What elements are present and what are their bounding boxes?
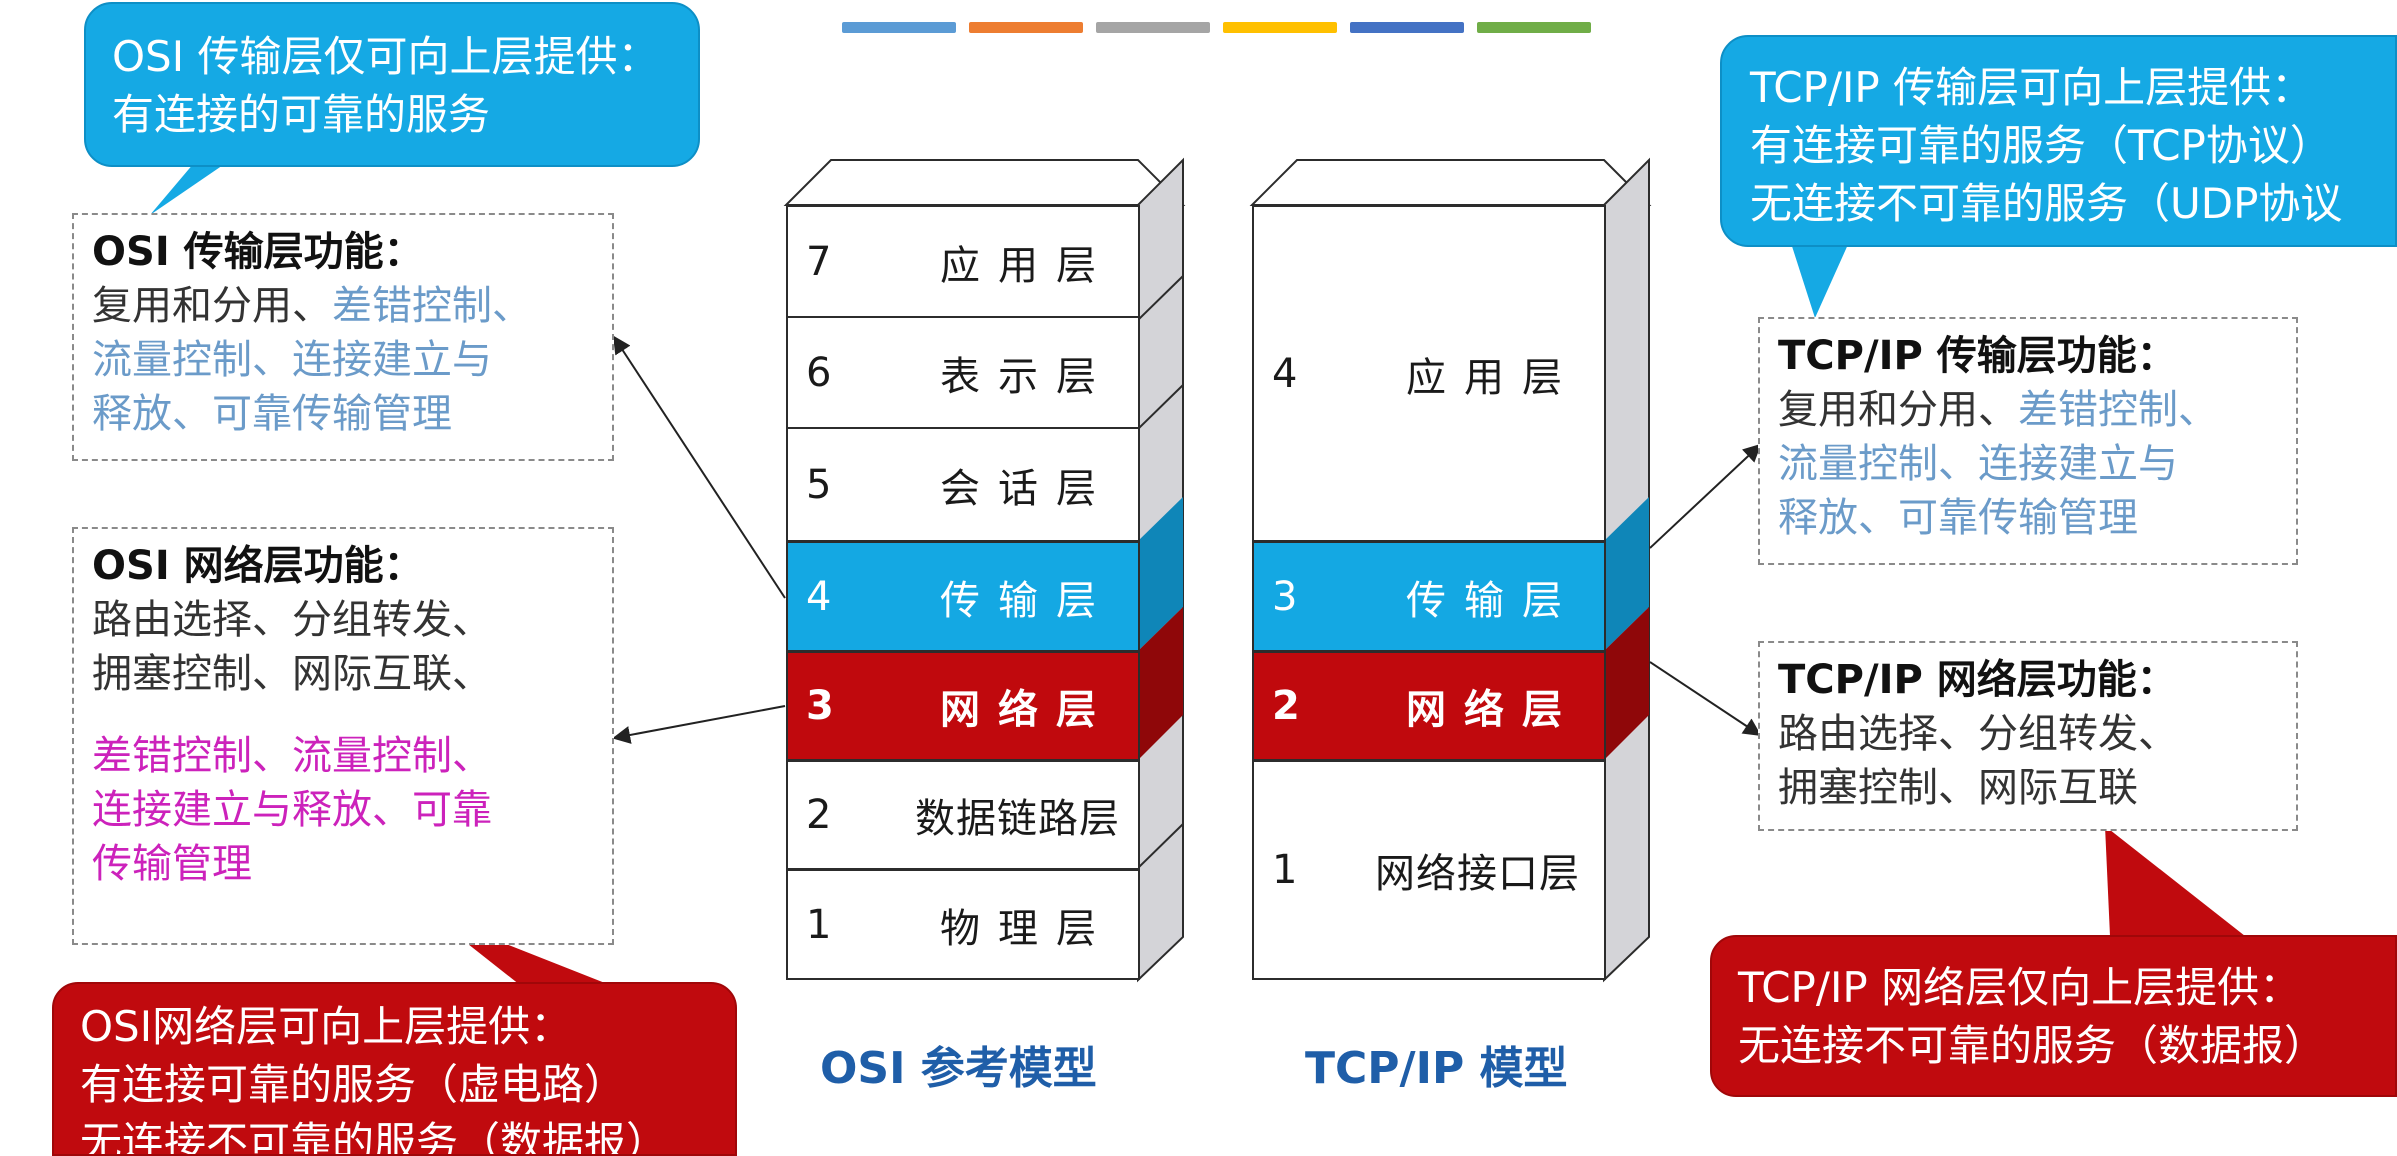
box-line: 释放、可靠传输管理 xyxy=(1778,495,2138,541)
tcpip-network-functions: TCP/IP 网络层功能： 路由选择、分组转发、 拥塞控制、网际互联 xyxy=(1758,641,2298,831)
box-line: 释放、可靠传输管理 xyxy=(92,391,452,437)
layer-number: 7 xyxy=(806,238,832,285)
box-line: 流量控制、连接建立与 xyxy=(1778,441,2178,487)
layer-name: 传输层 xyxy=(1406,577,1580,624)
layer-name: 网络层 xyxy=(1406,687,1580,733)
bubble-line: 有连接的可靠的服务 xyxy=(112,90,491,139)
osi-transport-functions: OSI 传输层功能： 复用和分用、差错控制、 流量控制、连接建立与 释放、可靠传… xyxy=(72,213,614,461)
box-line: 流量控制、连接建立与 xyxy=(92,337,492,383)
tcpip-layer-2-network: 2 网络层 xyxy=(1252,651,1606,761)
tcpip-side-network xyxy=(1604,607,1649,760)
bubble-line: OSI网络层可向上层提供： xyxy=(80,1002,573,1051)
layer-name: 应用层 xyxy=(940,242,1114,289)
layer-number: 2 xyxy=(806,792,832,838)
strip-segment-2 xyxy=(969,22,1083,33)
box-text: 复用和分用、 xyxy=(1778,387,2018,433)
tcpip-network-bubble-tail xyxy=(2105,826,2245,936)
strip-segment-1 xyxy=(842,22,956,33)
osi-network-functions: OSI 网络层功能： 路由选择、分组转发、 拥塞控制、网际互联、 差错控制、流量… xyxy=(72,527,614,945)
box-text: 复用和分用、 xyxy=(92,283,332,329)
bubble-line: 无连接不可靠的服务（数据报） xyxy=(80,1118,669,1156)
layer-name: 物理层 xyxy=(940,905,1114,952)
box-line: 传输管理 xyxy=(92,841,252,887)
tcpip-side-transport xyxy=(1604,497,1649,651)
tcpip-layer-1-link: 1 网络接口层 xyxy=(1252,760,1606,980)
layer-number: 2 xyxy=(1272,683,1300,729)
bubble-line: 有连接可靠的服务（虚电路） xyxy=(80,1060,627,1109)
osi-layer-1: 1 物理层 xyxy=(786,869,1140,980)
arrow-osi-transport xyxy=(613,335,786,599)
bubble-line: 有连接可靠的服务（TCP协议） xyxy=(1750,121,2332,170)
box-line: 复用和分用、差错控制、 xyxy=(1778,383,2278,437)
arrow-osi-network xyxy=(612,705,786,744)
layer-number: 4 xyxy=(1272,350,1298,397)
box-title: OSI 传输层功能： xyxy=(92,229,424,275)
layer-number: 3 xyxy=(806,683,834,729)
osi-network-bubble: OSI网络层可向上层提供： 有连接可靠的服务（虚电路） 无连接不可靠的服务（数据… xyxy=(52,982,737,1156)
box-text: 差错控制、 xyxy=(332,283,532,329)
layer-name: 会话层 xyxy=(940,465,1114,512)
layer-name: 数据链路层 xyxy=(915,796,1120,842)
osi-layer-4-transport: 4 传输层 xyxy=(786,541,1140,652)
bubble-line: OSI 传输层仅可向上层提供： xyxy=(112,32,660,81)
layer-name: 网络接口层 xyxy=(1375,851,1580,897)
osi-side-transport xyxy=(1138,497,1183,651)
layer-number: 1 xyxy=(1272,847,1298,893)
bubble-line: TCP/IP 网络层仅向上层提供： xyxy=(1738,963,2302,1012)
layer-number: 1 xyxy=(806,901,832,948)
bubble-line: 无连接不可靠的服务（数据报） xyxy=(1738,1021,2327,1070)
box-line: 差错控制、流量控制、 xyxy=(92,733,492,779)
box-text: 差错控制、 xyxy=(2018,387,2218,433)
strip-segment-6 xyxy=(1477,22,1591,33)
osi-layer-6: 6 表示层 xyxy=(786,316,1140,429)
osi-transport-bubble: OSI 传输层仅可向上层提供： 有连接的可靠的服务 xyxy=(84,2,700,167)
osi-layer-3-network: 3 网络层 xyxy=(786,651,1140,761)
strip-segment-4 xyxy=(1223,22,1337,33)
layer-name: 传输层 xyxy=(940,577,1114,624)
box-line: 路由选择、分组转发、 xyxy=(1778,711,2178,757)
box-line: 复用和分用、差错控制、 xyxy=(92,279,594,333)
tcpip-layer-3-transport: 3 传输层 xyxy=(1252,541,1606,652)
osi-layer-7: 7 应用层 xyxy=(786,205,1140,318)
tcpip-stack-top xyxy=(1249,159,1652,206)
layer-name: 网络层 xyxy=(940,687,1114,733)
tcpip-network-bubble: TCP/IP 网络层仅向上层提供： 无连接不可靠的服务（数据报） xyxy=(1710,935,2397,1097)
tcpip-model-caption: TCP/IP 模型 xyxy=(1305,1043,1568,1094)
layer-number: 6 xyxy=(806,349,832,396)
osi-layer-5: 5 会话层 xyxy=(786,427,1140,542)
tcpip-layer-4-application: 4 应用层 xyxy=(1252,205,1606,542)
arrow-tcpip-network xyxy=(1649,661,1762,736)
box-line: 路由选择、分组转发、 xyxy=(92,597,492,643)
box-title: TCP/IP 传输层功能： xyxy=(1778,333,2177,379)
box-line: 拥塞控制、网际互联 xyxy=(1778,765,2138,811)
tcpip-transport-bubble: TCP/IP 传输层可向上层提供： 有连接可靠的服务（TCP协议） 无连接不可靠… xyxy=(1720,35,2397,247)
box-line: 连接建立与释放、可靠 xyxy=(92,787,492,833)
osi-stack-top xyxy=(783,159,1186,206)
bubble-line: TCP/IP 传输层可向上层提供： xyxy=(1750,63,2314,112)
osi-layer-2: 2 数据链路层 xyxy=(786,760,1140,870)
layer-number: 4 xyxy=(806,573,832,620)
layer-number: 3 xyxy=(1272,573,1298,620)
tcpip-transport-bubble-tail xyxy=(1790,240,1850,318)
osi-side-network xyxy=(1138,607,1183,760)
arrow-tcpip-transport xyxy=(1649,443,1762,549)
layer-name: 应用层 xyxy=(1406,354,1580,401)
box-title: TCP/IP 网络层功能： xyxy=(1778,657,2177,703)
box-line: 拥塞控制、网际互联、 xyxy=(92,651,492,697)
tcpip-transport-functions: TCP/IP 传输层功能： 复用和分用、差错控制、 流量控制、连接建立与 释放、… xyxy=(1758,317,2298,565)
box-title: OSI 网络层功能： xyxy=(92,543,424,589)
layer-number: 5 xyxy=(806,461,832,508)
bubble-line: 无连接不可靠的服务（UDP协议 xyxy=(1750,179,2343,228)
layer-name: 表示层 xyxy=(940,353,1114,400)
strip-segment-3 xyxy=(1096,22,1210,33)
strip-segment-5 xyxy=(1350,22,1464,33)
osi-model-caption: OSI 参考模型 xyxy=(820,1043,1097,1094)
